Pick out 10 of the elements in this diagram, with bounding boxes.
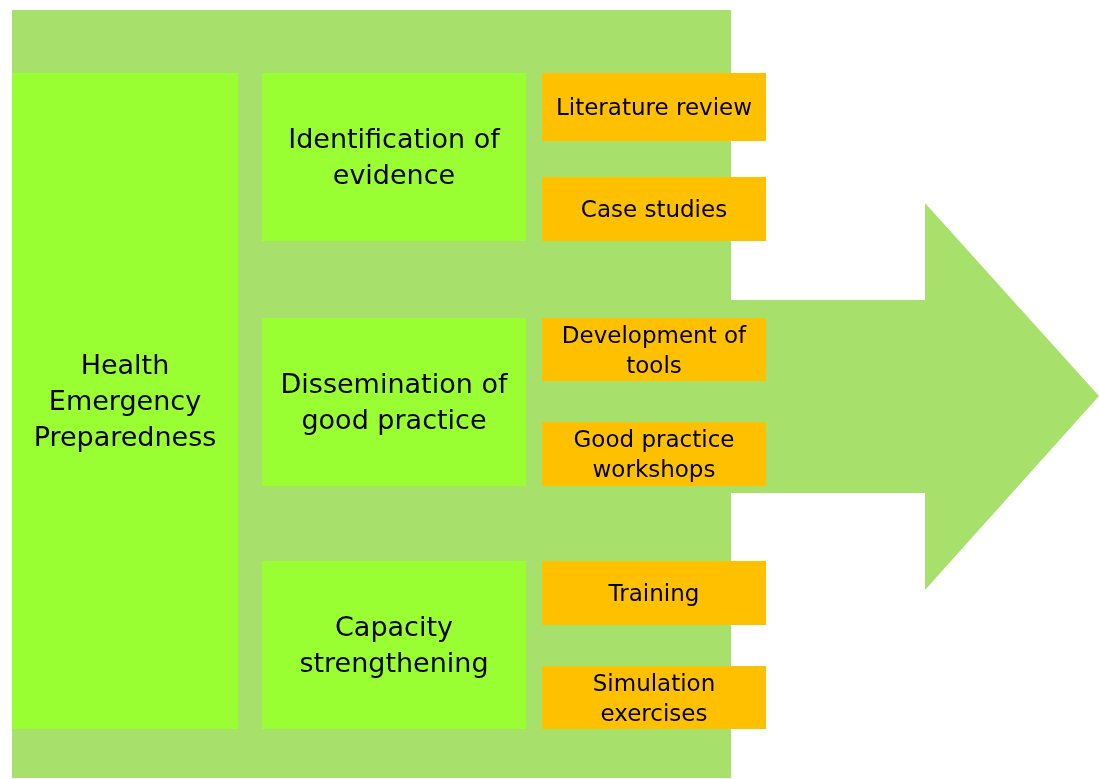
activity-box: Development of tools [542, 318, 766, 381]
category-box: Dissemination of good practice [262, 318, 526, 486]
category-box: Capacity strengthening [262, 561, 526, 729]
activity-box: Simulation exercises [542, 666, 766, 729]
activity-box: Literature review [542, 73, 766, 141]
activity-box: Training [542, 561, 766, 625]
category-box: Identification of evidence [262, 73, 526, 241]
activity-box: Good practice workshops [542, 422, 766, 486]
activity-box: Case studies [542, 177, 766, 241]
category-box: Health Emergency Preparedness [12, 73, 238, 729]
